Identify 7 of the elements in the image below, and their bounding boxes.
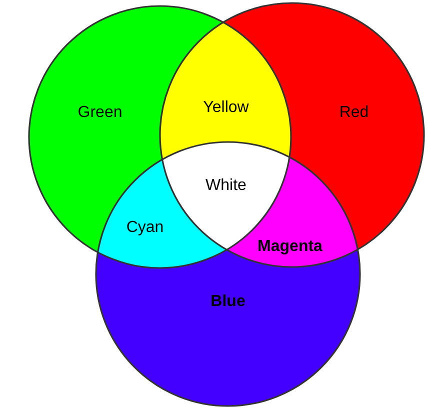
region-label: White	[206, 178, 246, 194]
region-label: Blue	[210, 294, 246, 310]
region-label: Yellow	[203, 100, 249, 116]
region-label: Cyan	[126, 220, 164, 236]
region-label: Red	[339, 105, 369, 121]
region-label: Green	[78, 105, 122, 121]
region-label: Magenta	[258, 239, 322, 255]
